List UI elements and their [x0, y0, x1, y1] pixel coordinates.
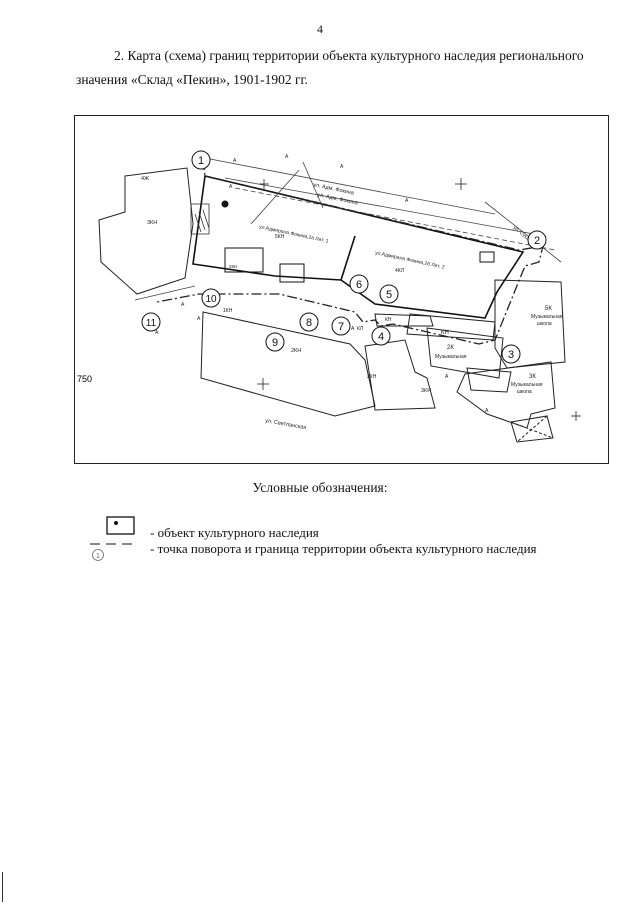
point-number: 10	[205, 294, 217, 305]
point-number: 7	[338, 321, 344, 333]
building-label: 2КН	[367, 374, 377, 380]
heading-line-2: значения «Склад «Пекин», 1901-1902 гг.	[76, 72, 308, 87]
building-3kn	[466, 367, 512, 393]
building-3k	[456, 361, 556, 429]
zone-letter: А	[181, 302, 185, 308]
boundary-map: 750	[74, 115, 609, 464]
street-edge	[234, 187, 556, 251]
zone-letter: А	[197, 316, 201, 322]
building-bottom-mid	[364, 339, 436, 411]
zone-letter: А	[405, 198, 409, 204]
hatch-line	[510, 421, 554, 439]
zone-letter: А	[485, 408, 489, 414]
zone-letter: А	[445, 374, 449, 380]
building-label: 1КН	[223, 308, 233, 314]
page-edge-mark	[2, 872, 3, 902]
boundary-point-icon: 1	[90, 543, 132, 561]
building-label: 2КН	[229, 264, 237, 269]
building-label: 3КН	[147, 220, 157, 226]
inner-block-2	[279, 263, 305, 283]
crosshairs	[257, 178, 581, 421]
building-label: Музыкальная	[511, 382, 543, 388]
building-label: 5К	[545, 306, 552, 312]
building-label: ул.Адмирала Фокина,2б Лит. 2	[375, 250, 446, 271]
street-edge	[134, 285, 196, 301]
map-side-label: 750	[77, 374, 92, 384]
heritage-object-icon	[106, 516, 135, 535]
legend-title: Условные обозначения:	[252, 480, 388, 495]
street-edge	[224, 177, 546, 237]
heritage-buildings	[192, 175, 525, 319]
zone-letter: А	[155, 330, 159, 336]
legend-point-number: 1	[96, 553, 100, 560]
zone-letter: А	[285, 154, 289, 160]
point-number: 4	[378, 331, 384, 343]
building-label: 2КН	[291, 348, 301, 354]
inner-hatching	[190, 203, 210, 235]
building-label: школа	[537, 321, 552, 327]
zone-letter: А	[351, 326, 355, 332]
point-number: 8	[306, 317, 312, 329]
warehouse-divider	[340, 235, 356, 281]
building-label: 2К	[447, 345, 454, 351]
building-label: 4Ж	[141, 176, 149, 182]
heritage-object-marker	[221, 200, 229, 208]
point-number: 3	[508, 349, 514, 361]
zone-letter: А	[233, 158, 237, 164]
legend-item-boundary: - точка поворота и граница территории об…	[150, 541, 537, 556]
map-drawing: 750	[77, 150, 581, 443]
building-music-school	[494, 279, 566, 369]
street-edge	[204, 157, 496, 215]
point-number: 9	[272, 337, 278, 349]
building-label: 5КН	[275, 234, 285, 240]
building-label: КН	[385, 317, 392, 323]
building-label: 3К	[529, 374, 536, 380]
building-label: КЛ	[357, 326, 363, 332]
zone-letter: А	[229, 184, 233, 190]
building-label: школа	[517, 389, 532, 395]
point-number: 1	[198, 155, 204, 167]
building-label: 4КЛ	[395, 268, 404, 274]
building-hatched	[510, 415, 554, 443]
boundary-point-numbers: 1 2 3 4 5 6 7 8 9 10 11	[146, 155, 540, 361]
building-label: КН	[441, 330, 449, 336]
boundary-points	[141, 150, 547, 364]
page-number: 4	[317, 22, 323, 36]
access-line	[302, 161, 324, 209]
territory-boundary	[156, 159, 544, 345]
street-edge	[484, 201, 562, 263]
building-2k	[426, 327, 504, 379]
building-label: 3КН	[421, 388, 431, 394]
legend-item-heritage: - объект культурного наследия	[150, 525, 319, 540]
street-lines	[134, 157, 562, 301]
point-number: 6	[356, 279, 362, 291]
document-heading: 2. Карта (схема) границ территории объек…	[76, 44, 596, 92]
building-label: Музыкальная	[435, 354, 467, 360]
point-number: 2	[534, 235, 540, 247]
boundary-line	[156, 159, 544, 345]
heading-line-1: 2. Карта (схема) границ территории объек…	[114, 48, 584, 63]
inner-block-3	[479, 251, 495, 263]
hatch-line	[516, 415, 548, 443]
point-number: 5	[386, 289, 392, 301]
point-number: 11	[146, 318, 157, 329]
building-left-tall	[98, 167, 194, 295]
building-bottom-left	[200, 311, 376, 417]
building-label: Музыкальная	[531, 314, 563, 320]
inner-block-1	[224, 247, 264, 273]
street-label: ул. Светланская	[265, 418, 307, 431]
warehouse-pekin-main	[192, 175, 525, 319]
neighbor-buildings	[98, 167, 566, 443]
zone-letter: А	[340, 164, 344, 170]
building-label: ул.Адмирала Фокина,2а Лит. 1	[259, 224, 330, 245]
access-line	[250, 169, 300, 225]
